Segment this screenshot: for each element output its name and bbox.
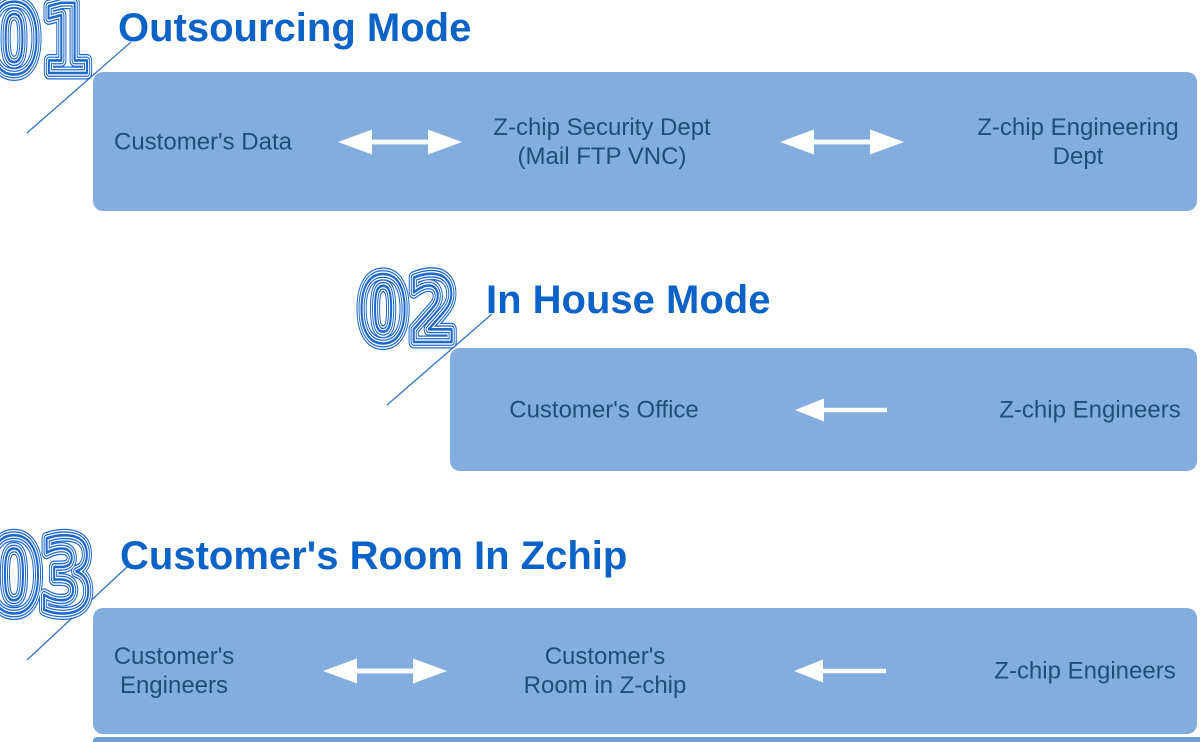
node-zchip-engineers: Z-chip Engineers bbox=[999, 396, 1181, 423]
section-01-number-art: 01 01 01 01 01 bbox=[0, 0, 98, 102]
cropped-bottom-bar bbox=[93, 737, 1200, 742]
left-arrow-icon bbox=[794, 659, 886, 683]
svg-text:01: 01 bbox=[0, 0, 92, 96]
svg-text:01: 01 bbox=[0, 0, 92, 96]
svg-text:02: 02 bbox=[358, 257, 458, 364]
section-03-title: Customer's Room In Zchip bbox=[120, 534, 628, 578]
section-01-number: 01 bbox=[0, 0, 92, 96]
section-03-banner: Customer's Engineers Customer's Room in … bbox=[93, 608, 1197, 734]
double-arrow-icon bbox=[338, 129, 462, 154]
svg-text:01: 01 bbox=[0, 0, 92, 96]
svg-text:03: 03 bbox=[0, 516, 92, 636]
double-arrow-icon bbox=[323, 658, 447, 684]
svg-text:03: 03 bbox=[0, 516, 92, 636]
node-customers-data: Customer's Data bbox=[114, 128, 292, 155]
section-03-number: 03 bbox=[0, 516, 92, 636]
svg-text:02: 02 bbox=[358, 257, 458, 364]
section-01-banner: Customer's Data Z-chip Security Dept (Ma… bbox=[93, 72, 1197, 211]
section-02-number-art: 02 02 02 02 02 bbox=[352, 252, 463, 371]
svg-text:03: 03 bbox=[0, 516, 92, 636]
node-customers-engineers: Customer's Engineers bbox=[113, 643, 235, 699]
section-02-banner: Customer's Office Z-chip Engineers bbox=[450, 348, 1197, 471]
svg-text:01: 01 bbox=[0, 0, 92, 96]
node-customers-room: Customer's Room in Z-chip bbox=[523, 643, 687, 699]
node-security-dept: Z-chip Security Dept (Mail FTP VNC) bbox=[493, 113, 711, 170]
svg-text:03: 03 bbox=[0, 516, 92, 636]
section-02-title: In House Mode bbox=[486, 278, 771, 322]
node-zchip-engineers: Z-chip Engineers bbox=[994, 657, 1176, 685]
svg-text:02: 02 bbox=[358, 257, 458, 364]
node-engineering-dept: Z-chip Engineering Dept bbox=[977, 113, 1179, 170]
section-01-title: Outsourcing Mode bbox=[118, 6, 472, 50]
node-customers-office: Customer's Office bbox=[509, 396, 699, 423]
section-03-number-art: 03 03 03 03 03 bbox=[0, 510, 100, 642]
left-arrow-icon bbox=[795, 398, 887, 421]
section-02-number: 02 bbox=[358, 257, 458, 364]
svg-text:02: 02 bbox=[358, 257, 458, 364]
double-arrow-icon bbox=[780, 129, 904, 154]
